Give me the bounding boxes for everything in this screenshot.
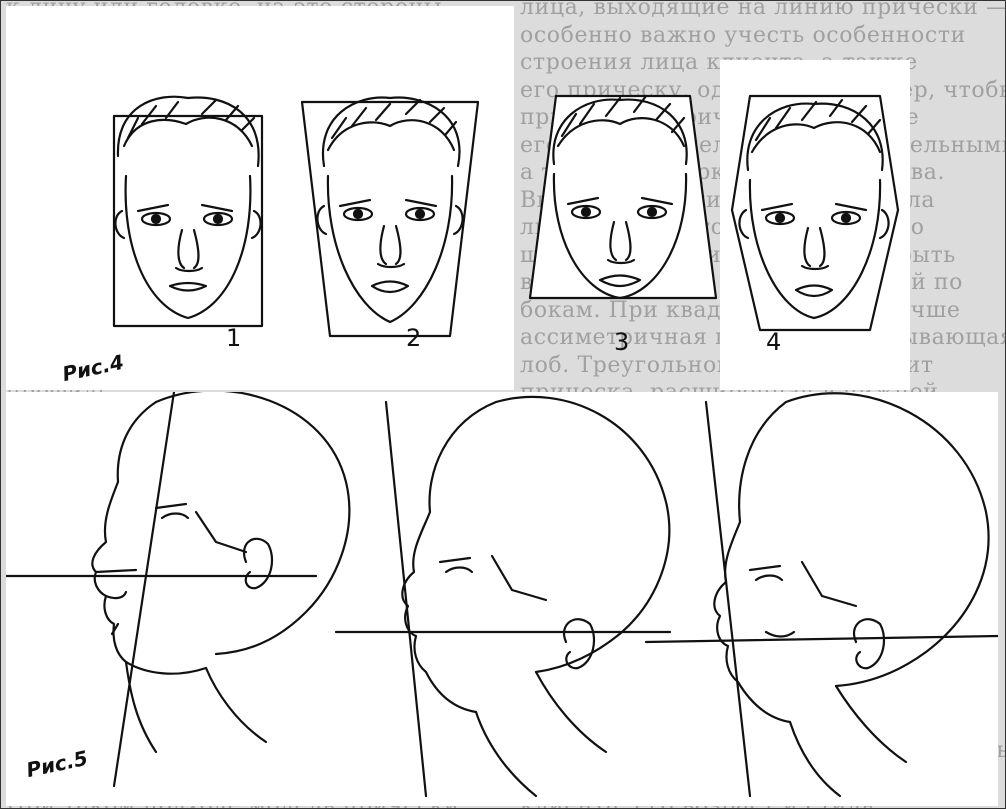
profile-3	[646, 393, 998, 796]
face-2-trapezoid	[302, 98, 478, 336]
figure-4-number-4: 4	[766, 328, 781, 356]
figure-4-number-3: 3	[614, 328, 629, 356]
face-1-rectangle	[114, 97, 262, 326]
text-line: лица, выходящие на линию прически —	[520, 0, 1006, 22]
figure-4-drawing	[6, 6, 514, 390]
figure-4-number-2: 2	[406, 324, 421, 352]
profile-2	[336, 397, 670, 796]
figure-5-drawing	[6, 392, 998, 806]
text-line: особенно важно учесть особенности	[520, 22, 1006, 50]
face-4-panel: 4	[720, 60, 910, 390]
profile-1	[6, 392, 349, 786]
figure-4-number-1: 1	[226, 324, 241, 352]
face-3-trapezoid-narrow-top	[530, 96, 716, 298]
figure-4-face-shapes: 1 2 Рис.4	[6, 6, 514, 390]
figure-5-profiles: Рис.5	[6, 392, 998, 806]
